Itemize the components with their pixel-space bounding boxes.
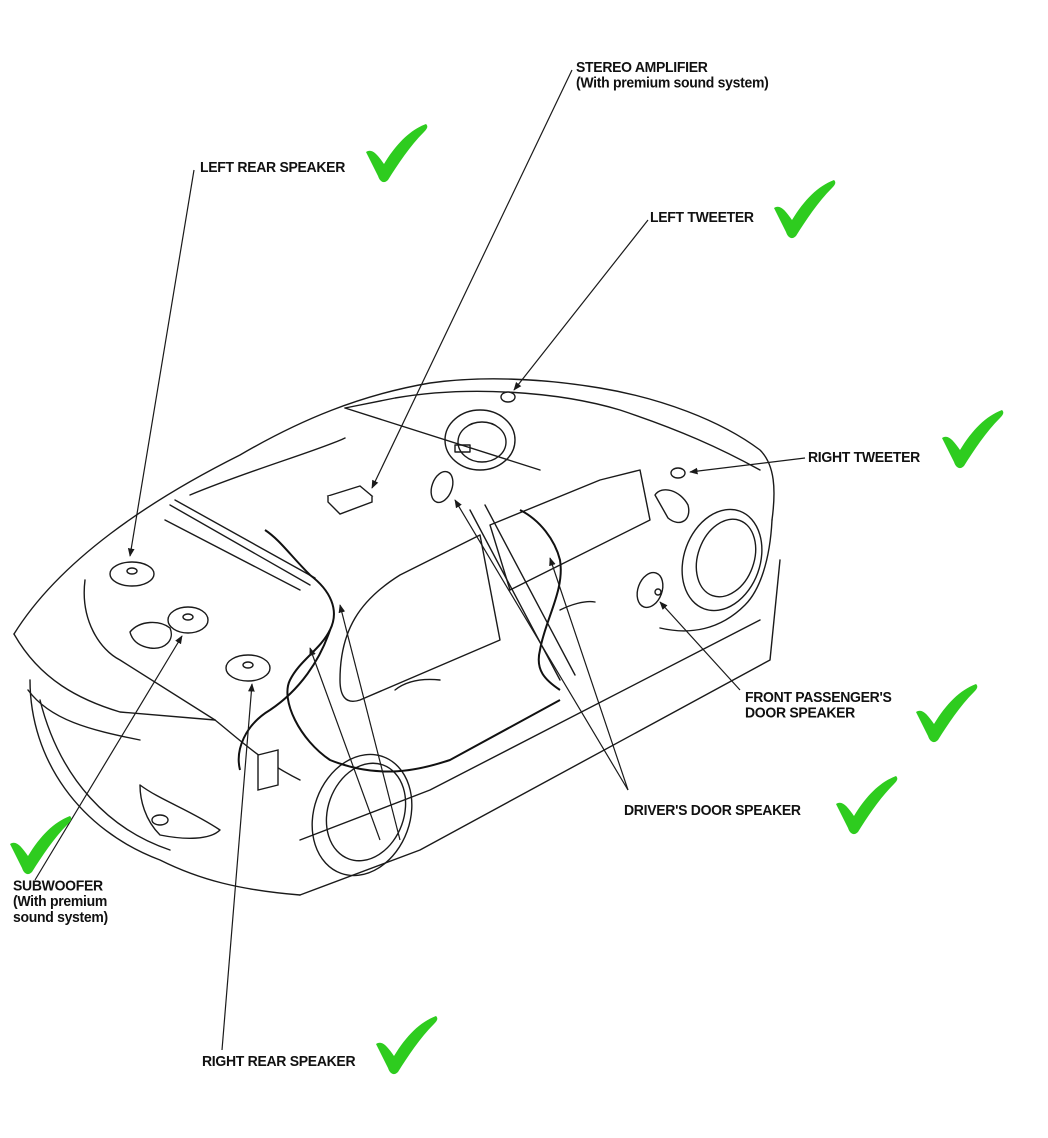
car-body-outline	[13, 378, 781, 896]
subwoofer-shape	[167, 606, 209, 634]
leader-subwoofer-b	[338, 604, 401, 841]
label-right-tweeter: RIGHT TWEETER	[808, 448, 920, 466]
leader-right-rear-speaker-a	[221, 683, 255, 1051]
left-tweeter-shape	[500, 391, 516, 403]
right-rear-speaker-shape	[225, 654, 271, 682]
leader-subwoofer-a	[34, 635, 183, 881]
label-line: SUBWOOFER	[13, 876, 103, 894]
front-passenger-door-speaker-shape	[636, 571, 664, 609]
label-line: STEREO AMPLIFIER	[576, 58, 708, 75]
label-front-passenger-door-speaker: FRONT PASSENGER'S DOOR SPEAKER	[745, 689, 892, 721]
stereo-amplifier-shape	[326, 485, 374, 515]
label-line: DOOR SPEAKER	[745, 703, 855, 721]
label-line: sound system)	[13, 908, 108, 926]
check-icon-drivers-door-speaker	[836, 776, 898, 835]
label-line: (With premium sound system)	[576, 73, 769, 91]
check-icon-right-rear-speaker	[376, 1016, 438, 1075]
label-line: RIGHT REAR SPEAKER	[202, 1052, 356, 1070]
speakers	[109, 391, 686, 791]
check-icon-right-tweeter	[942, 410, 1004, 469]
label-stereo-amplifier: STEREO AMPLIFIER (With premium sound sys…	[576, 58, 769, 91]
leader-front-passenger-door-speaker	[659, 601, 741, 691]
leader-drivers-door-speaker-b	[549, 557, 629, 791]
check-icon-left-tweeter	[774, 180, 836, 239]
check-icon-subwoofer	[10, 816, 72, 875]
drivers-door-speaker-shape	[430, 470, 454, 504]
label-right-rear-speaker: RIGHT REAR SPEAKER	[202, 1052, 356, 1070]
checkmarks	[10, 124, 1004, 1075]
label-line: (With premium	[13, 892, 107, 910]
leader-right-rear-speaker-b	[309, 647, 381, 841]
label-subwoofer: SUBWOOFER (With premium sound system)	[13, 876, 108, 926]
leader-drivers-door-speaker-a	[454, 499, 629, 791]
label-line: RIGHT TWEETER	[808, 448, 920, 466]
label-drivers-door-speaker: DRIVER'S DOOR SPEAKER	[624, 801, 801, 819]
leader-lines	[34, 69, 806, 1051]
right-tweeter-shape	[670, 467, 686, 479]
label-line: LEFT REAR SPEAKER	[200, 158, 346, 176]
check-icon-left-rear-speaker	[366, 124, 428, 183]
wiring-harness	[237, 509, 562, 773]
amp-box-small	[257, 749, 279, 791]
check-icon-front-passenger-door-speaker	[916, 684, 978, 743]
left-rear-speaker-shape	[109, 561, 155, 587]
label-line: DRIVER'S DOOR SPEAKER	[624, 801, 801, 819]
label-line: LEFT TWEETER	[650, 208, 754, 226]
leader-left-tweeter	[513, 219, 649, 391]
label-left-tweeter: LEFT TWEETER	[650, 208, 754, 226]
label-line: FRONT PASSENGER'S	[745, 688, 892, 705]
leader-stereo-amplifier	[371, 69, 573, 489]
label-left-rear-speaker: LEFT REAR SPEAKER	[200, 158, 346, 176]
leader-right-tweeter	[689, 457, 806, 475]
leader-left-rear-speaker	[127, 169, 195, 557]
